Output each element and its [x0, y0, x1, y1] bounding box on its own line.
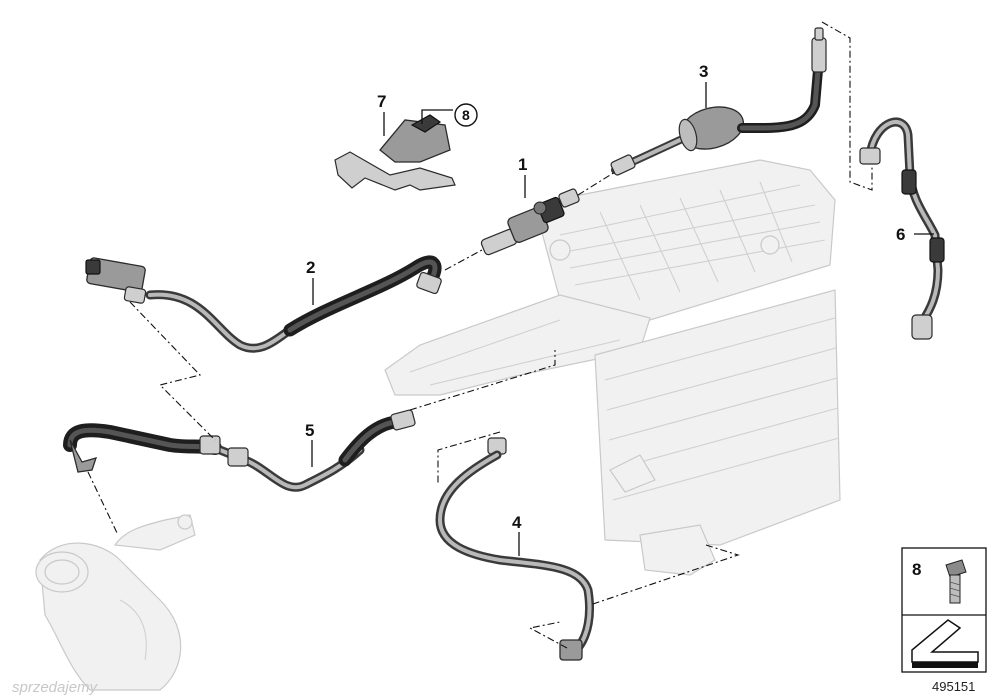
leader-lines	[311, 82, 934, 556]
charge-air-duct-ghost	[35, 514, 196, 691]
bolt-icon	[945, 559, 967, 604]
legend-number: 8	[912, 560, 921, 579]
diagram-id: 495151	[932, 679, 975, 694]
intercooler-manifold-ghost	[384, 159, 841, 576]
callout-6: 6	[896, 225, 905, 244]
callout-8-ref: 8	[462, 107, 470, 123]
part-4-pipe[interactable]	[435, 437, 595, 661]
part-7-bracket[interactable]	[334, 114, 456, 191]
part-2-hose[interactable]	[85, 255, 442, 353]
part-5-hose[interactable]	[63, 409, 416, 492]
part-1-connector-valve[interactable]	[480, 188, 580, 256]
callout-7: 7	[377, 92, 386, 111]
watermark: sprzedajemy	[12, 679, 99, 696]
orientation-arrow-icon	[911, 619, 979, 668]
part-6-hose[interactable]	[859, 117, 945, 340]
callout-2: 2	[306, 258, 315, 277]
callout-5: 5	[305, 421, 314, 440]
callout-8-ring	[454, 103, 478, 127]
callout-3: 3	[699, 62, 708, 81]
assembly-dash-lines	[87, 21, 873, 649]
callouts: 1 2 3 4 5 6 7 8	[305, 62, 905, 532]
legend-box: 8	[901, 547, 987, 673]
callout-4: 4	[512, 513, 522, 532]
part-3-filter-line[interactable]	[610, 27, 827, 176]
callout-1: 1	[518, 155, 527, 174]
